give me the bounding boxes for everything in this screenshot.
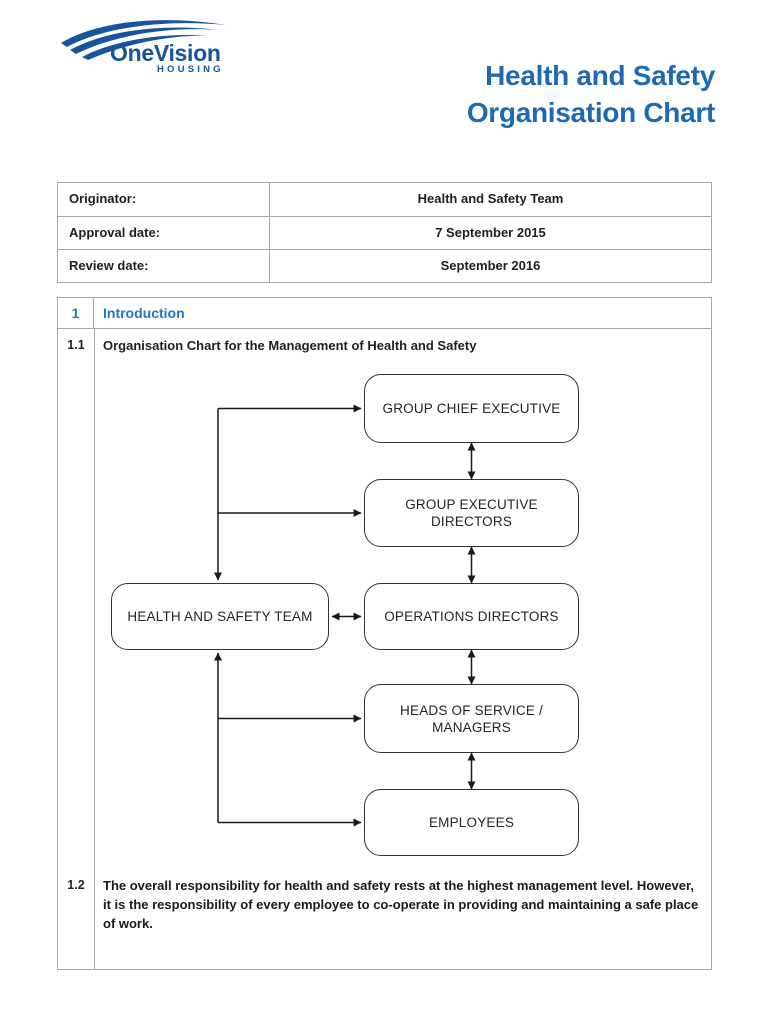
org-node-employees: EMPLOYEES (364, 789, 579, 856)
info-value-review-date: September 2016 (440, 258, 541, 273)
section-body: 1.1 Organisation Chart for the Managemen… (58, 329, 711, 969)
org-node-health-and-safety-team: HEALTH AND SAFETY TEAM (111, 583, 329, 650)
number-column-divider (94, 329, 95, 969)
page-title-line1: Health and Safety (485, 60, 715, 91)
info-label-approval-date: Approval date: (58, 217, 270, 249)
info-table: Originator: Health and Safety Team Appro… (57, 182, 712, 283)
section-table: 1 Introduction 1.1 Organisation Chart fo… (57, 297, 712, 970)
org-node-operations-directors: OPERATIONS DIRECTORS (364, 583, 579, 650)
org-node-group-chief-executive: GROUP CHIEF EXECUTIVE (364, 374, 579, 443)
info-value-approval-date: 7 September 2015 (435, 225, 546, 240)
page-title-line2: Organisation Chart (466, 97, 715, 128)
item-heading-1-1: Organisation Chart for the Management of… (103, 338, 477, 353)
table-row: Approval date: 7 September 2015 (58, 216, 711, 249)
table-row: Originator: Health and Safety Team (58, 183, 711, 216)
org-node-heads-of-service-managers: HEADS OF SERVICE / MANAGERS (364, 684, 579, 753)
org-node-group-executive-directors: GROUP EXECUTIVE DIRECTORS (364, 479, 579, 547)
info-value-originator: Health and Safety Team (417, 191, 564, 206)
page-title: Health and Safety Organisation Chart (467, 57, 715, 131)
logo-text: OneVision (110, 40, 221, 66)
item-paragraph-1-2: The overall responsibility for health an… (103, 878, 699, 931)
item-number-1-1: 1.1 (67, 338, 85, 352)
logo-subtext: HOUSING (157, 64, 224, 75)
item-number-1-2: 1.2 (67, 878, 85, 892)
logo: OneVision HOUSING (58, 16, 243, 82)
org-chart: GROUP CHIEF EXECUTIVE GROUP EXECUTIVE DI… (95, 329, 713, 875)
info-label-review-date: Review date: (58, 250, 270, 282)
info-label-originator: Originator: (58, 183, 270, 216)
logo-swoosh-icon (61, 20, 226, 60)
section-number: 1 (58, 298, 94, 328)
section-heading: Introduction (103, 305, 185, 321)
org-chart-connectors (214, 404, 476, 827)
table-row: Review date: September 2016 (58, 249, 711, 282)
section-heading-row: 1 Introduction (58, 298, 711, 329)
